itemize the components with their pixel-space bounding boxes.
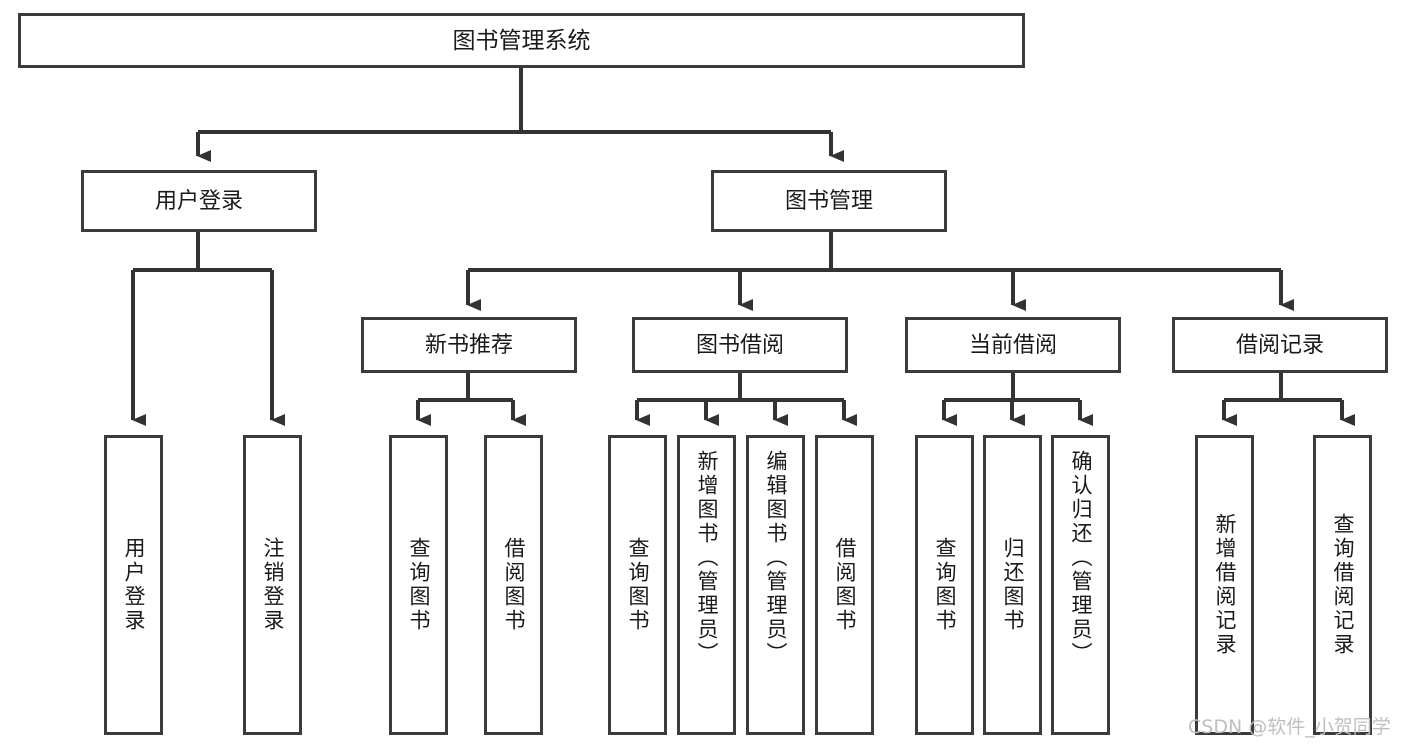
leaf-confirm-return[interactable]: 确认归还（管理员） — [1051, 435, 1110, 735]
leaf-logout-login[interactable]: 注销登录 — [243, 435, 302, 735]
leaf-edit-book[interactable]: 编辑图书（管理员） — [746, 435, 805, 735]
leaf-query-borrow-record[interactable]: 查询借阅记录 — [1313, 435, 1372, 735]
leaf-query-book-2[interactable]: 查询图书 — [608, 435, 667, 735]
node-book-borrow-label: 图书借阅 — [695, 331, 784, 357]
leaf-add-borrow-record[interactable]: 新增借阅记录 — [1195, 435, 1254, 735]
leaf-query-book-3-label: 查询图书 — [933, 537, 956, 633]
leaf-add-book[interactable]: 新增图书（管理员） — [677, 435, 736, 735]
node-root-label: 图书管理系统 — [452, 26, 591, 53]
node-book-manage[interactable]: 图书管理 — [711, 170, 947, 232]
node-user-login[interactable]: 用户登录 — [81, 170, 317, 232]
leaf-query-book-3[interactable]: 查询图书 — [915, 435, 974, 735]
leaf-user-login[interactable]: 用户登录 — [104, 435, 163, 735]
leaf-confirm-return-label: 确认归还（管理员） — [1069, 450, 1092, 666]
leaf-borrow-book-1[interactable]: 借阅图书 — [484, 435, 543, 735]
leaf-edit-book-label: 编辑图书（管理员） — [764, 450, 787, 666]
node-current-borrow-label: 当前借阅 — [968, 331, 1057, 357]
node-root[interactable]: 图书管理系统 — [18, 13, 1025, 68]
node-borrow-record-label: 借阅记录 — [1235, 331, 1324, 357]
leaf-query-book-1-label: 查询图书 — [407, 537, 430, 633]
leaf-query-borrow-record-label: 查询借阅记录 — [1331, 513, 1354, 657]
leaf-add-borrow-record-label: 新增借阅记录 — [1213, 513, 1236, 657]
leaf-return-book-label: 归还图书 — [1001, 537, 1024, 633]
leaf-query-book-1[interactable]: 查询图书 — [389, 435, 448, 735]
leaf-logout-login-label: 注销登录 — [261, 537, 284, 633]
node-current-borrow[interactable]: 当前借阅 — [905, 317, 1121, 373]
leaf-add-book-label: 新增图书（管理员） — [695, 450, 718, 666]
node-user-login-label: 用户登录 — [154, 187, 243, 213]
leaf-borrow-book-2[interactable]: 借阅图书 — [815, 435, 874, 735]
node-book-borrow[interactable]: 图书借阅 — [632, 317, 848, 373]
leaf-user-login-label: 用户登录 — [122, 537, 145, 633]
node-new-book-recommend-label: 新书推荐 — [424, 331, 513, 357]
leaf-query-book-2-label: 查询图书 — [626, 537, 649, 633]
node-book-manage-label: 图书管理 — [784, 187, 873, 213]
leaf-borrow-book-1-label: 借阅图书 — [502, 537, 525, 633]
node-borrow-record[interactable]: 借阅记录 — [1172, 317, 1388, 373]
leaf-return-book[interactable]: 归还图书 — [983, 435, 1042, 735]
leaf-borrow-book-2-label: 借阅图书 — [833, 537, 856, 633]
node-new-book-recommend[interactable]: 新书推荐 — [361, 317, 577, 373]
